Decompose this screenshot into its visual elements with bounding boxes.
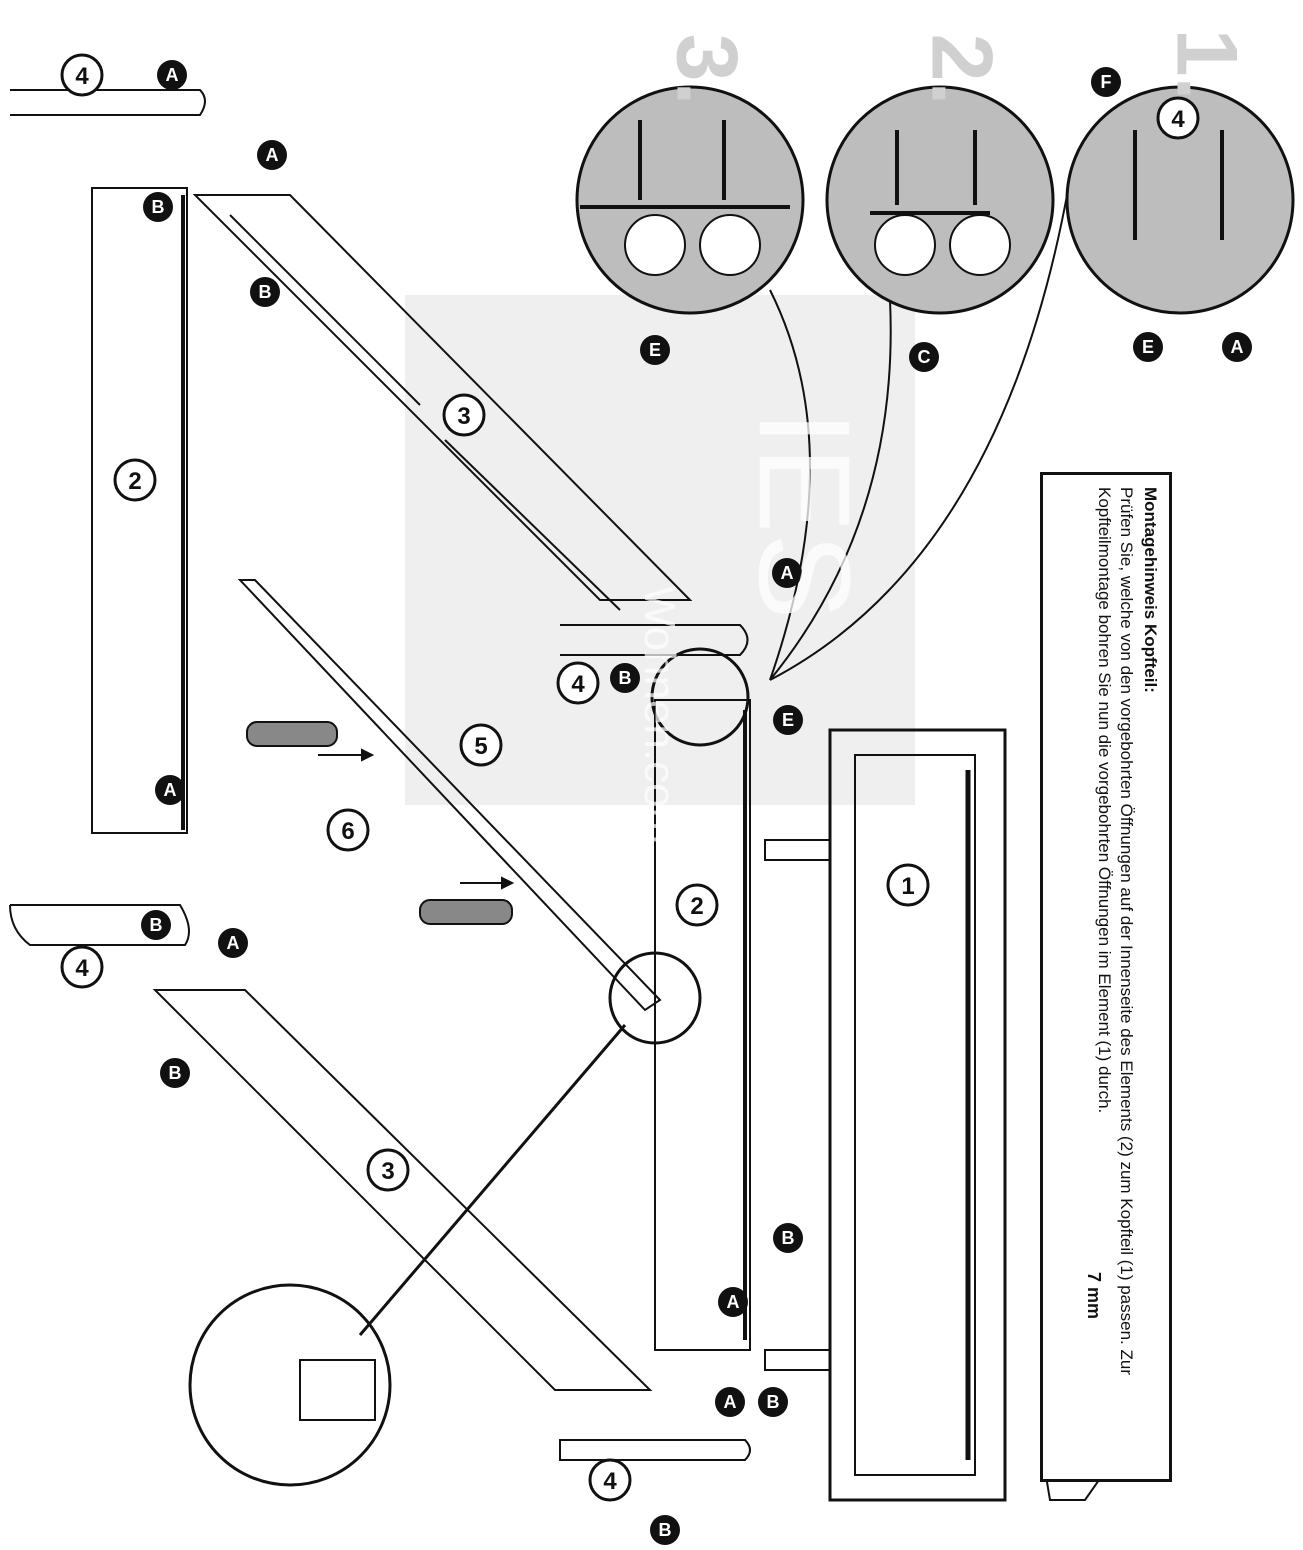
svg-text:B: B (782, 1228, 795, 1248)
detail-circle-3 (575, 85, 805, 315)
detail-circle-2 (825, 85, 1055, 315)
svg-text:B: B (169, 1063, 182, 1083)
panel-1-inner (854, 754, 976, 1476)
rail-3-lower (152, 989, 653, 1391)
svg-text:2: 2 (128, 468, 141, 495)
svg-text:A: A (164, 780, 177, 800)
rail-3-upper (192, 194, 693, 601)
svg-text:A: A (724, 1392, 737, 1412)
slat-5 (237, 579, 662, 1012)
svg-text:4: 4 (75, 955, 89, 982)
svg-text:A: A (266, 145, 279, 165)
svg-text:A: A (227, 933, 240, 953)
watermark-box (405, 295, 915, 805)
svg-text:B: B (150, 915, 163, 935)
svg-text:3: 3 (381, 1158, 394, 1185)
watermark-logo: IES (731, 410, 878, 620)
svg-text:F: F (1101, 72, 1112, 92)
rail-4-bottom-left (9, 904, 190, 946)
note-title: Montagehinweis Kopfteil: (1141, 487, 1160, 693)
svg-text:2: 2 (690, 893, 703, 920)
svg-text:4: 4 (1171, 106, 1185, 133)
panel-2-right (654, 699, 751, 1351)
rail-4-top-right (560, 624, 749, 656)
svg-text:C: C (918, 347, 931, 367)
svg-text:A: A (781, 563, 794, 583)
watermark-sub: Wohnen.com (635, 585, 685, 845)
svg-text:B: B (259, 282, 272, 302)
step-2: 2. (913, 33, 1010, 106)
leader-2 (769, 299, 892, 681)
panel-2-left (91, 187, 188, 834)
rail-4-top-left (10, 89, 206, 116)
svg-text:B: B (152, 197, 165, 217)
svg-text:1: 1 (901, 873, 914, 900)
leader-3 (769, 289, 811, 681)
note-text: Prüfen Sie, welche von den vorgebohrten … (1095, 487, 1136, 1375)
svg-text:4: 4 (603, 1468, 617, 1495)
slat-joint-circle (608, 951, 702, 1045)
svg-text:E: E (782, 710, 794, 730)
slat-detail-circle (188, 1283, 392, 1487)
assembly-note: Montagehinweis Kopfteil: Prüfen Sie, wel… (1040, 472, 1172, 1482)
leader-1 (769, 189, 1069, 681)
svg-text:B: B (619, 668, 632, 688)
svg-text:4: 4 (75, 63, 89, 90)
bracket-top (764, 839, 831, 861)
joint-circle (650, 647, 750, 747)
svg-text:4: 4 (571, 671, 585, 698)
slat-connector (299, 1359, 376, 1421)
svg-text:E: E (649, 340, 661, 360)
svg-text:A: A (727, 1292, 740, 1312)
bracket-bottom (764, 1349, 831, 1371)
step-1: 1. (1158, 28, 1255, 101)
svg-text:B: B (767, 1392, 780, 1412)
step-3: 3. (658, 33, 755, 106)
svg-text:5: 5 (474, 733, 487, 760)
svg-text:3: 3 (457, 403, 470, 430)
spacer-6b (419, 899, 513, 925)
svg-text:A: A (1231, 337, 1244, 357)
svg-text:B: B (659, 1520, 672, 1540)
rail-4-bottom-right (559, 1439, 751, 1461)
svg-text:6: 6 (341, 818, 354, 845)
svg-text:A: A (166, 65, 179, 85)
spacer-6a (246, 721, 338, 747)
drill-size: 7 mm (1084, 1271, 1105, 1320)
svg-text:E: E (1142, 337, 1154, 357)
panel-1-outline (828, 728, 1007, 1502)
